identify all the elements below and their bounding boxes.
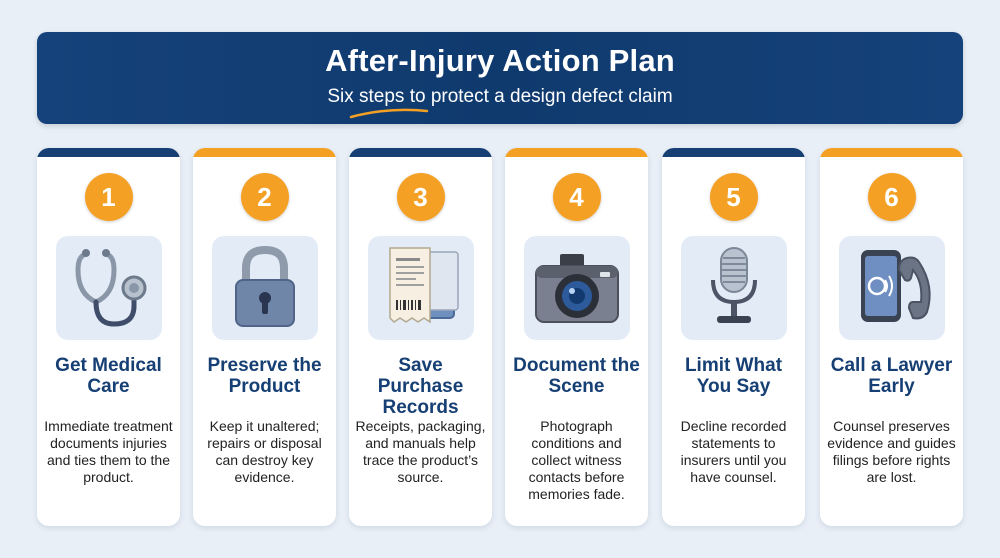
card-top-bar xyxy=(662,148,805,157)
step-title: Save Purchase Records xyxy=(377,355,464,418)
step-description: Receipts, packaging, and manuals help tr… xyxy=(355,418,486,485)
step-card-5: 5 Limit What You Say Decline recorded st… xyxy=(662,148,805,526)
step-description: Photograph conditions and collect witnes… xyxy=(528,418,625,502)
stethoscope-icon xyxy=(55,236,162,340)
card-top-bar xyxy=(193,148,336,157)
card-top-bar xyxy=(505,148,648,157)
step-description: Counsel preserves evidence and guides fi… xyxy=(827,418,956,485)
page-subtitle: Six steps to protect a design defect cla… xyxy=(327,86,673,107)
step-number-badge: 3 xyxy=(396,173,445,221)
phone-icon xyxy=(838,236,945,340)
camera-icon xyxy=(523,236,630,340)
step-number-badge: 4 xyxy=(552,173,601,221)
card-top-bar xyxy=(349,148,492,157)
step-description: Immediate treatment documents injuries a… xyxy=(44,418,173,485)
step-title: Document the Scene xyxy=(513,355,640,397)
step-description: Keep it unaltered; repairs or disposal c… xyxy=(207,418,322,485)
step-title: Get Medical Care xyxy=(55,355,162,397)
step-title: Limit What You Say xyxy=(684,355,783,397)
step-card-2: 2 Preserve the Product Keep it unaltered… xyxy=(193,148,336,526)
step-description: Decline recorded statements to insurers … xyxy=(680,418,787,485)
step-card-3: 3 Save Purchase Records Receipts, packag… xyxy=(349,148,492,526)
step-title: Preserve the Product xyxy=(207,355,322,397)
step-card-4: 4 Document the Scene Photograph conditio… xyxy=(505,148,648,526)
step-card-6: 6 Call a Lawyer Early Counsel preserves … xyxy=(820,148,963,526)
step-title: Call a Lawyer Early xyxy=(830,355,953,397)
step-number-badge: 6 xyxy=(867,173,916,221)
header-banner: After-Injury Action Plan Six steps to pr… xyxy=(37,32,963,124)
swoosh-decoration xyxy=(349,108,429,119)
step-number-badge: 5 xyxy=(709,173,758,221)
step-number-badge: 2 xyxy=(240,173,289,221)
receipt-icon xyxy=(367,236,474,340)
step-number-badge: 1 xyxy=(84,173,133,221)
microphone-icon xyxy=(680,236,787,340)
page-title: After-Injury Action Plan xyxy=(325,43,675,78)
step-card-1: 1 Get Medical Care Immediate treatment d… xyxy=(37,148,180,526)
card-top-bar xyxy=(37,148,180,157)
card-top-bar xyxy=(820,148,963,157)
padlock-icon xyxy=(211,236,318,340)
